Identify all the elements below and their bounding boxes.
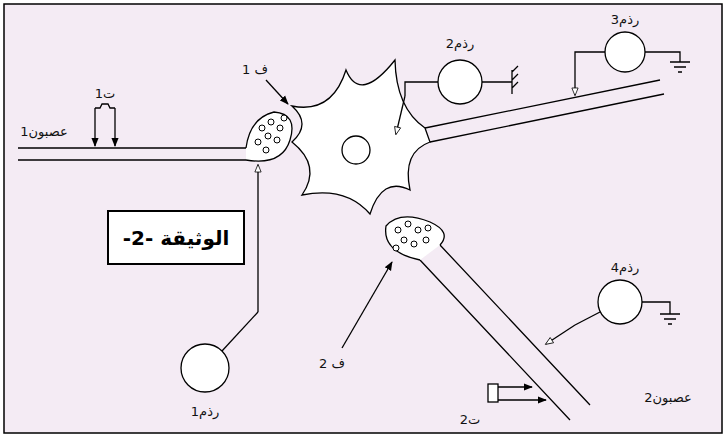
stimulator-1	[95, 104, 115, 146]
document-label: الوثيقة -2-	[123, 226, 230, 250]
oscilloscope-4	[546, 280, 680, 344]
neuron-label: عصبون1	[20, 125, 68, 139]
stimulator-label: ت2	[460, 413, 481, 427]
terminal-1	[246, 112, 292, 161]
stimulator-2	[488, 384, 546, 402]
oscilloscope-label: رذم3	[611, 13, 639, 27]
pointer-arrow	[342, 262, 392, 348]
oscilloscope-label: رذم4	[611, 261, 639, 275]
ground	[4, 4, 722, 433]
terminal-2	[386, 217, 445, 260]
axon-1	[18, 148, 246, 160]
oscilloscope-1	[181, 165, 258, 392]
oscilloscope-label: رذم1	[191, 405, 219, 419]
oscilloscope-2	[396, 60, 518, 134]
oscilloscope-3	[575, 32, 690, 95]
neuron-label: عصبون2	[644, 391, 692, 405]
document-label-box: الوثيقة -2-	[107, 210, 245, 265]
synapse-label: ف 1	[242, 63, 268, 77]
synapse-label: ف 2	[319, 357, 345, 371]
vesicles-2	[393, 221, 431, 251]
nucleus	[342, 136, 370, 164]
pointer-arrow	[266, 80, 288, 104]
cell-body	[292, 60, 430, 214]
vesicles-1	[255, 115, 287, 153]
oscilloscope-label: رذم2	[446, 37, 474, 51]
axon-2	[420, 245, 590, 420]
stimulator-label: ت1	[95, 87, 116, 101]
